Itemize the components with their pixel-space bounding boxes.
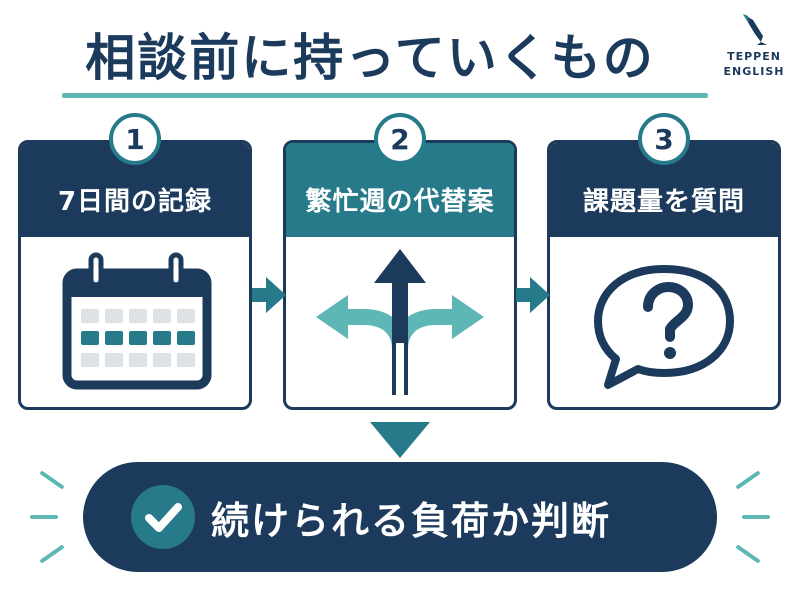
page-title: 相談前に持っていくもの (85, 29, 655, 87)
emphasis-ray (30, 515, 58, 519)
question-speech-bubble-icon (594, 265, 734, 389)
logo-text-line2: ENGLISH (723, 65, 785, 78)
step-title: 7日間の記録 (57, 187, 213, 217)
result-banner: 続けられる負荷か判断 (83, 462, 717, 572)
emphasis-ray (735, 470, 761, 490)
check-badge (131, 485, 195, 549)
emphasis-ray (39, 544, 65, 564)
arrow-down-icon (370, 422, 430, 458)
step-card-2: 繁忙週の代替案 (283, 140, 517, 410)
arrow-right-icon (252, 277, 286, 313)
branching-arrows-icon (316, 249, 484, 395)
emphasis-ray (735, 544, 761, 564)
checkmark-icon (145, 503, 182, 532)
step-title: 課題量を質問 (582, 187, 745, 217)
bird-logo-icon (743, 14, 767, 45)
emphasis-ray (742, 515, 770, 519)
title-underline (62, 93, 708, 98)
teppen-english-logo: TEPPEN ENGLISH (718, 12, 790, 92)
step-card-1: 7日間の記録 (18, 140, 252, 410)
step-number-badge-2: 2 (374, 113, 426, 165)
result-text: 続けられる負荷か判断 (211, 498, 612, 543)
arrow-right-icon (516, 277, 550, 313)
step-card-3: 課題量を質問 (547, 140, 781, 410)
calendar-icon (62, 252, 212, 390)
logo-text-line1: TEPPEN (727, 50, 781, 63)
step-number-badge-3: 3 (638, 113, 690, 165)
emphasis-ray (39, 470, 65, 490)
step-title: 繁忙週の代替案 (305, 187, 495, 217)
step-number-badge-1: 1 (109, 113, 161, 165)
